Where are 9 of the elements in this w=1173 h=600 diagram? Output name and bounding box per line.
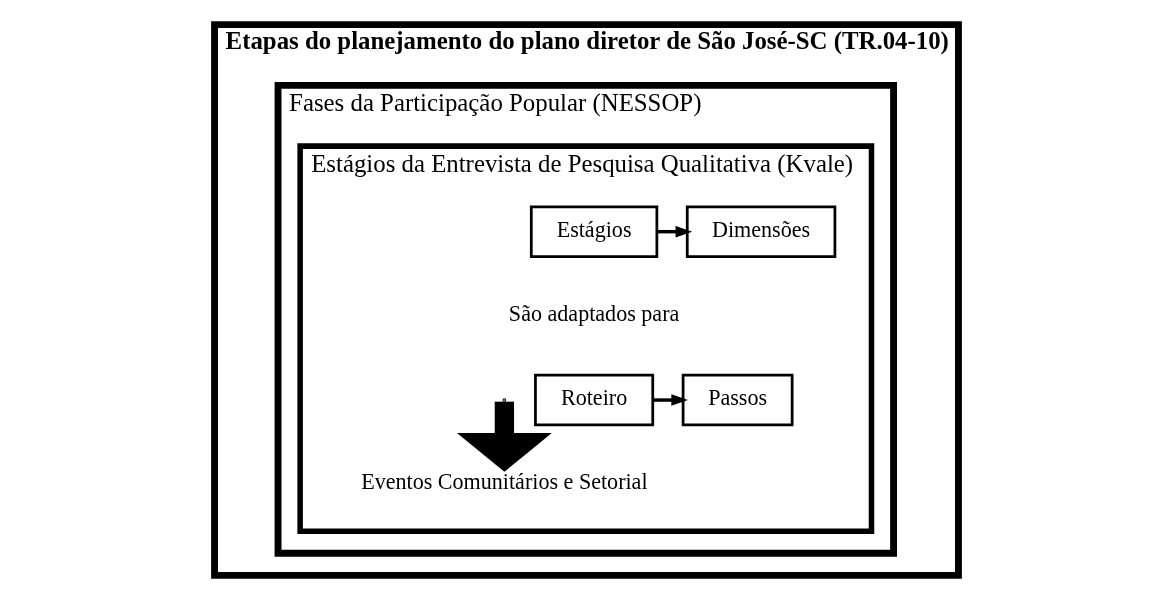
label: São adaptados para <box>508 301 680 327</box>
node-box: Estágios <box>529 205 659 258</box>
arrow <box>652 394 688 406</box>
arrow <box>457 401 552 472</box>
arrow <box>657 225 693 238</box>
node-box: Passos <box>681 373 794 427</box>
node-box: Dimensões <box>685 205 837 258</box>
node-text: Eventos Comunitários e Setorial <box>361 469 648 495</box>
node-box: Roteiro <box>534 373 655 427</box>
